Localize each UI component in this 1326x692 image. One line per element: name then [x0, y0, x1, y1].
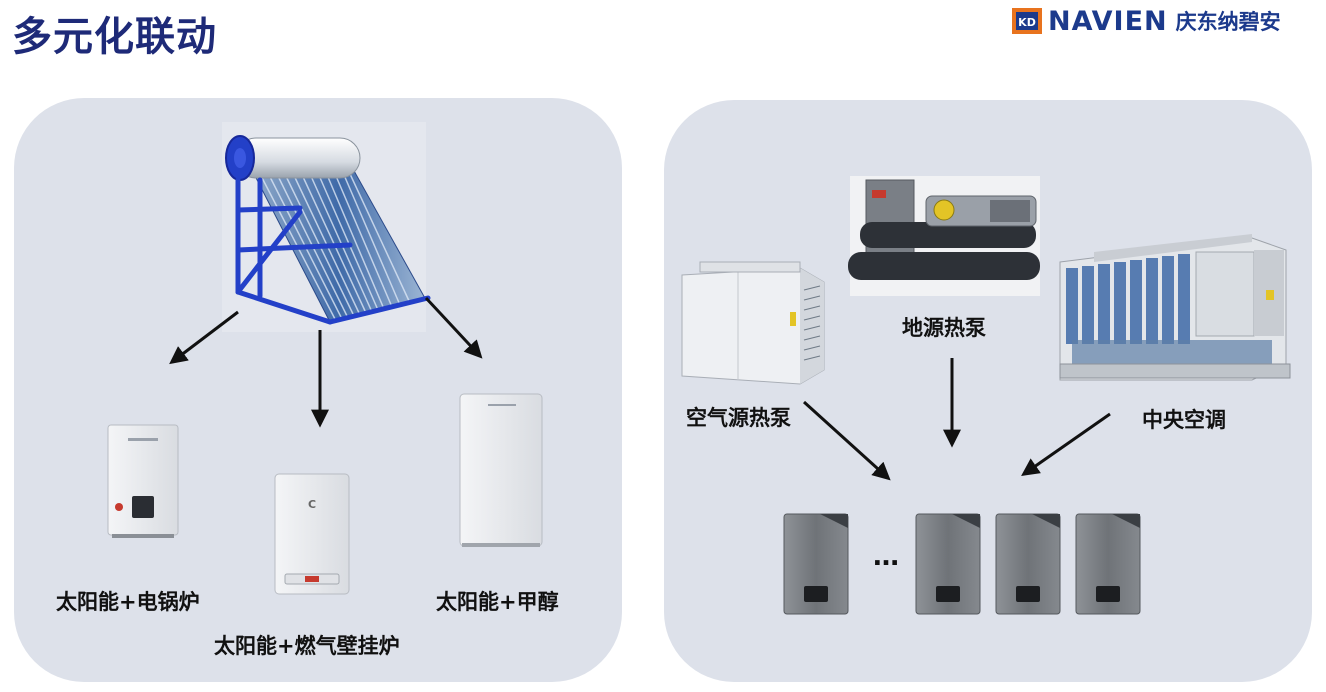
logo-mark-text: KD: [1018, 16, 1036, 29]
gas-wall-boiler-icon: C: [274, 473, 350, 595]
water-heater-unit-3-icon: [995, 513, 1061, 615]
label-solar-electric-boiler: 太阳能+电锅炉: [56, 590, 200, 614]
water-heater-unit-2-icon: [915, 513, 981, 615]
label-ground-source-heat-pump: 地源热泵: [902, 316, 986, 340]
label-air-source-heat-pump: 空气源热泵: [686, 406, 791, 430]
label-solar-methanol: 太阳能+甲醇: [436, 590, 559, 614]
arrow-to-electric-boiler: [169, 310, 239, 365]
central-air-conditioner-icon: [1059, 234, 1291, 381]
label-central-air-conditioner: 中央空调: [1142, 408, 1226, 432]
water-heater-unit-1-icon: [783, 513, 849, 615]
air-source-heat-pump-icon: [681, 261, 825, 385]
solar-water-heater-icon: [222, 122, 431, 332]
brand-cn-name: 庆东纳碧安: [1175, 10, 1281, 34]
svg-text:C: C: [308, 498, 316, 511]
water-heater-unit-4-icon: [1075, 513, 1141, 615]
arrow-from-central-ac: [1021, 412, 1111, 477]
page-title: 多元化联动: [12, 14, 217, 60]
brand-name: NAVIEN: [1048, 5, 1168, 37]
ellipsis-text: …: [873, 542, 899, 572]
label-solar-gas-boiler: 太阳能+燃气壁挂炉: [214, 634, 400, 658]
kd-logo-icon: KD: [1012, 8, 1042, 34]
ground-source-heat-pump-icon: [848, 176, 1040, 296]
methanol-heater-icon: [459, 393, 543, 547]
arrow-to-methanol: [424, 296, 483, 359]
arrow-from-air-source: [802, 400, 891, 481]
navien-logo: KD NAVIEN 庆东纳碧安: [1012, 4, 1281, 38]
electric-boiler-icon: [107, 424, 179, 538]
